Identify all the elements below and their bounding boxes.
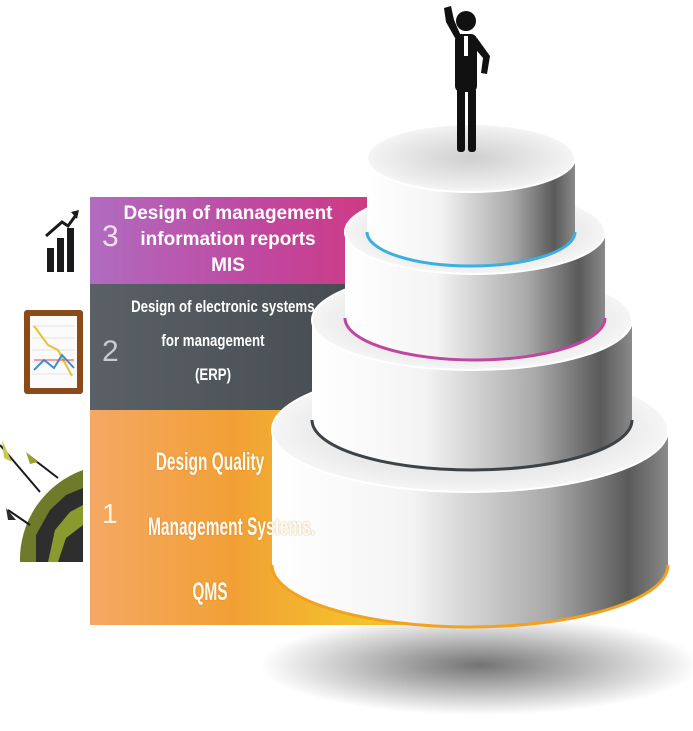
- tier-1-number: 1: [102, 498, 118, 529]
- tier-2-label: Design of electronic systems for managem…: [131, 290, 315, 392]
- ground-shadow: [260, 615, 693, 715]
- tier-1-label: Design Quality Management Systems. QMS: [148, 430, 316, 625]
- tier-3-number: 3: [102, 220, 119, 253]
- cake-tier-4: [365, 123, 577, 268]
- tier-3-line-2: information reports: [140, 229, 316, 250]
- tier-3-line-1: Design of management: [123, 203, 333, 224]
- tier-1-line-3: QMS: [192, 578, 228, 606]
- bar-chart-growth-icon: [45, 210, 79, 272]
- tier-1-line-1: Design Quality: [155, 448, 265, 476]
- tier-2-number: 2: [102, 335, 119, 368]
- tier-1-line-2: Management Systems.: [148, 513, 316, 541]
- line-chart-clipboard-icon: [24, 310, 83, 394]
- tier-2-line-2: for management: [161, 331, 265, 350]
- tier-3-line-3: MIS: [211, 255, 245, 276]
- businessman-figure-icon: [444, 6, 490, 152]
- tier-2-line-1: Design of electronic systems: [131, 297, 315, 316]
- dartboard-darts-icon: [0, 440, 83, 562]
- tier-2-line-3: (ERP): [194, 365, 232, 384]
- tier-3-label: Design of management information reports…: [108, 201, 348, 279]
